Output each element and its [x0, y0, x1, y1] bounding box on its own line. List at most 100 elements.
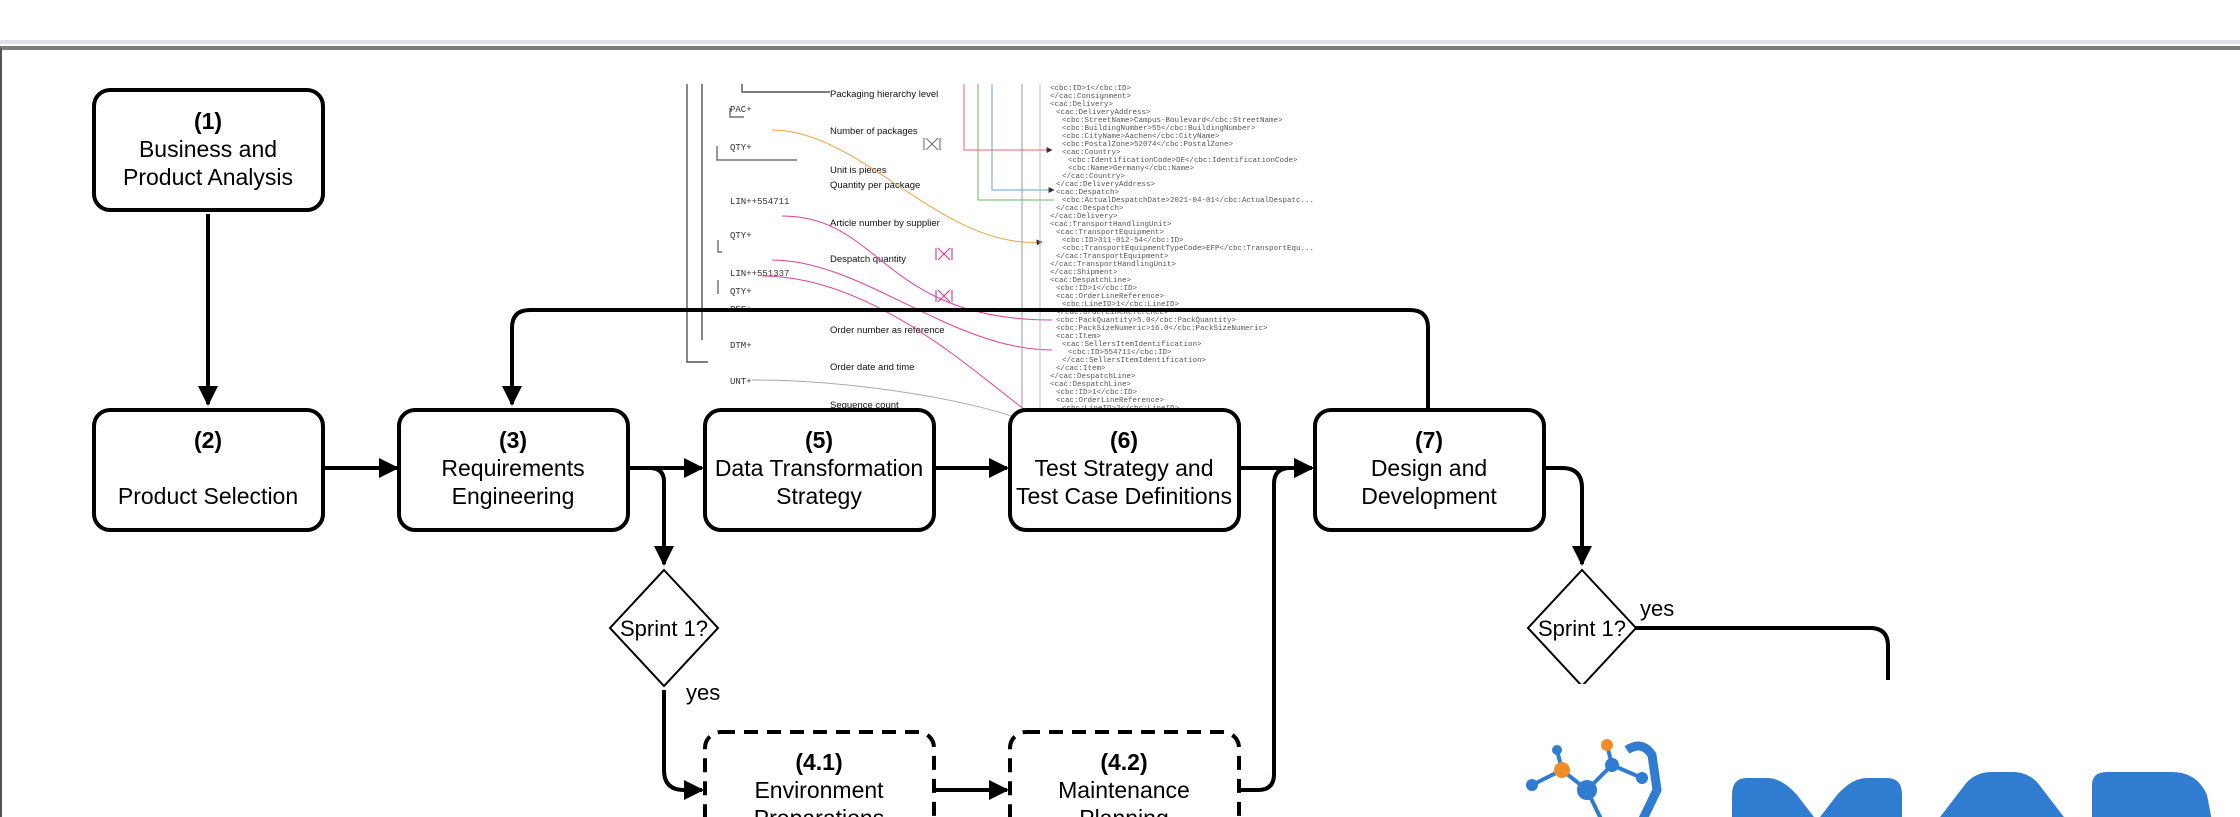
node-business-product-analysis: (1) Business and Product Analysis — [92, 88, 325, 212]
node-design-development: (7) Design and Development — [1313, 408, 1546, 532]
xml-line: </cac:OrderLineReference> — [1056, 309, 1169, 317]
node-maintenance-planning: (4.2) Maintenance Planning — [1008, 730, 1241, 817]
xml-line: <cac:Item> — [1056, 333, 1102, 341]
top-toolbar — [0, 0, 2240, 44]
node-label: Test Strategy and — [1035, 455, 1214, 481]
node-number: (3) — [499, 427, 527, 453]
node-number: (4.1) — [795, 749, 842, 775]
xml-line: <cbc:ActualDespatchDate>2021-04-01</cbc:… — [1062, 197, 1314, 205]
edi-annotation: Number of packages — [830, 126, 918, 137]
xml-line: <cac:SellersItemIdentification> — [1062, 341, 1202, 349]
node-label: Environment — [754, 777, 884, 803]
node-number: (4.2) — [1100, 749, 1147, 775]
xml-line: <cac:Despatch> — [1056, 189, 1120, 197]
node-data-transformation-strategy: (5) Data Transformation Strategy — [703, 408, 936, 532]
node-label: Planning — [1079, 805, 1169, 817]
xml-line: <cbc:ID>311-012-54</cbc:ID> — [1062, 237, 1184, 245]
xml-line: <cac:OrderLineReference> — [1056, 293, 1165, 301]
edi-annotation: Despatch quantity — [830, 254, 906, 265]
edi-annotation: Unit is pieces — [830, 165, 887, 176]
edi-annotation: Order number as reference — [830, 325, 945, 336]
xml-line: <cbc:ID>554711</cbc:ID> — [1068, 349, 1172, 357]
node-number: (7) — [1415, 427, 1443, 453]
node-label: Development — [1361, 483, 1497, 509]
edi-xml-mapping-illustration: PAC+QTY+LIN++554711QTY+LIN++551337QTY+RF… — [686, 84, 1314, 460]
node-label: Preparations — [754, 805, 884, 817]
logo-icon — [1526, 739, 2212, 817]
edi-annotation: Article number by supplier — [830, 218, 940, 229]
edi-segment: LIN++554711 — [730, 197, 789, 207]
xml-line: <cbc:IdentificationCode>DE</cbc:Identifi… — [1068, 157, 1298, 165]
xml-line: <cbc:ID>1</cbc:ID> — [1056, 285, 1138, 293]
xml-line: <cac:TransportHandlingUnit> — [1050, 221, 1172, 229]
xml-line: <cbc:BuildingNumber>55</cbc:BuildingNumb… — [1062, 125, 1256, 133]
xml-line: <cac:OrderLineReference> — [1056, 397, 1165, 405]
node-label: Design and — [1371, 455, 1487, 481]
edi-segment: QTY+ — [730, 143, 752, 153]
xml-line: </cac:DeliveryAddress> — [1056, 181, 1156, 189]
edi-annotation: Sequence count — [830, 400, 899, 411]
xml-line: <cac:Delivery> — [1050, 101, 1114, 109]
node-environment-preparations: (4.1) Environment Preparations — [703, 730, 936, 817]
xml-line: <cbc:Name>Germany</cbc:Name> — [1068, 165, 1195, 173]
edi-annotation: Quantity per package — [830, 180, 920, 191]
edi-annotation: Packaging hierarchy level — [830, 89, 938, 100]
node-product-selection: (2) Product Selection — [92, 408, 325, 532]
xml-line: </cac:TransportEquipment> — [1056, 253, 1169, 261]
xml-line: <cbc:PostalZone>52074</cbc:PostalZone> — [1062, 141, 1234, 149]
node-label: Strategy — [776, 483, 862, 509]
edi-segment: LIN++551337 — [730, 269, 789, 279]
node-label: Requirements — [441, 455, 584, 481]
yes-label: yes — [1640, 596, 1674, 621]
xml-line: <cbc:LineID>1</cbc:LineID> — [1062, 301, 1180, 309]
node-number: (2) — [194, 427, 222, 453]
decision-sprint1-left: Sprint 1? yes — [608, 568, 720, 705]
xml-line: <cbc:PackQuantity>5.0</cbc:PackQuantity> — [1056, 317, 1237, 325]
node-test-strategy: (6) Test Strategy and Test Case Definiti… — [1008, 408, 1241, 532]
node-label: Business and — [139, 136, 277, 162]
xml-line: </cac:Shipment> — [1050, 269, 1118, 277]
edi-segment: QTY+ — [730, 287, 752, 297]
edi-segment: QTY+ — [730, 231, 752, 241]
edi-segment: UNT+ — [730, 377, 752, 387]
node-number: (5) — [805, 427, 833, 453]
decision-label: Sprint 1? — [1538, 616, 1626, 641]
edi-segment: DTM+ — [730, 341, 752, 351]
node-label: Data Transformation — [715, 455, 923, 481]
decision-sprint1-right: Sprint 1? yes — [1526, 568, 1674, 688]
edi-segment: PAC+ — [730, 105, 752, 115]
xml-line: </cac:Country> — [1062, 173, 1126, 181]
xml-line: </cac:Consignment> — [1050, 93, 1132, 101]
node-label: Product Analysis — [123, 164, 293, 190]
xml-line: <cac:Country> — [1062, 149, 1121, 157]
xml-line: <cbc:ID>1</cbc:ID> — [1056, 389, 1138, 397]
mask — [1442, 684, 2240, 724]
xml-line: </cac:Delivery> — [1050, 213, 1118, 221]
decision-label: Sprint 1? — [620, 616, 708, 641]
xml-line: <cbc:StreetName>Campus-Boulevard</cbc:St… — [1062, 117, 1283, 125]
node-number: (6) — [1110, 427, 1138, 453]
node-number: (1) — [194, 108, 222, 134]
edi-annotation: Order date and time — [830, 362, 915, 373]
yes-label: yes — [686, 680, 720, 705]
xml-line: </cac:Despatch> — [1056, 205, 1124, 213]
xml-line: <cac:DespatchLine> — [1050, 381, 1132, 389]
node-label: Engineering — [452, 483, 575, 509]
xml-line: <cbc:TransportEquipmentTypeCode>EFP</cbc… — [1062, 245, 1314, 253]
xml-line: <cbc:PackSizeNumeric>16.0</cbc:PackSizeN… — [1056, 325, 1268, 333]
xml-line: <cac:TransportEquipment> — [1056, 229, 1165, 237]
node-label: Maintenance — [1058, 777, 1190, 803]
flow-connectors — [198, 214, 1890, 800]
xml-line: </cac:Item> — [1056, 365, 1106, 373]
xml-line: <cac:DespatchLine> — [1050, 277, 1132, 285]
xml-line: </cac:TransportHandlingUnit> — [1050, 261, 1177, 269]
node-label: Product Selection — [118, 483, 298, 509]
xml-line: </cac:SellersItemIdentification> — [1062, 357, 1207, 365]
xml-line: </cac:DespatchLine> — [1050, 373, 1136, 381]
xml-line: <cbc:ID>1</cbc:ID> — [1050, 85, 1132, 93]
xml-line: <cac:DeliveryAddress> — [1056, 109, 1151, 117]
node-label: Test Case Definitions — [1016, 483, 1232, 509]
xml-line: <cbc:CityName>Aachen</cbc:CityName> — [1062, 133, 1220, 141]
node-requirements-engineering: (3) Requirements Engineering — [397, 408, 630, 532]
